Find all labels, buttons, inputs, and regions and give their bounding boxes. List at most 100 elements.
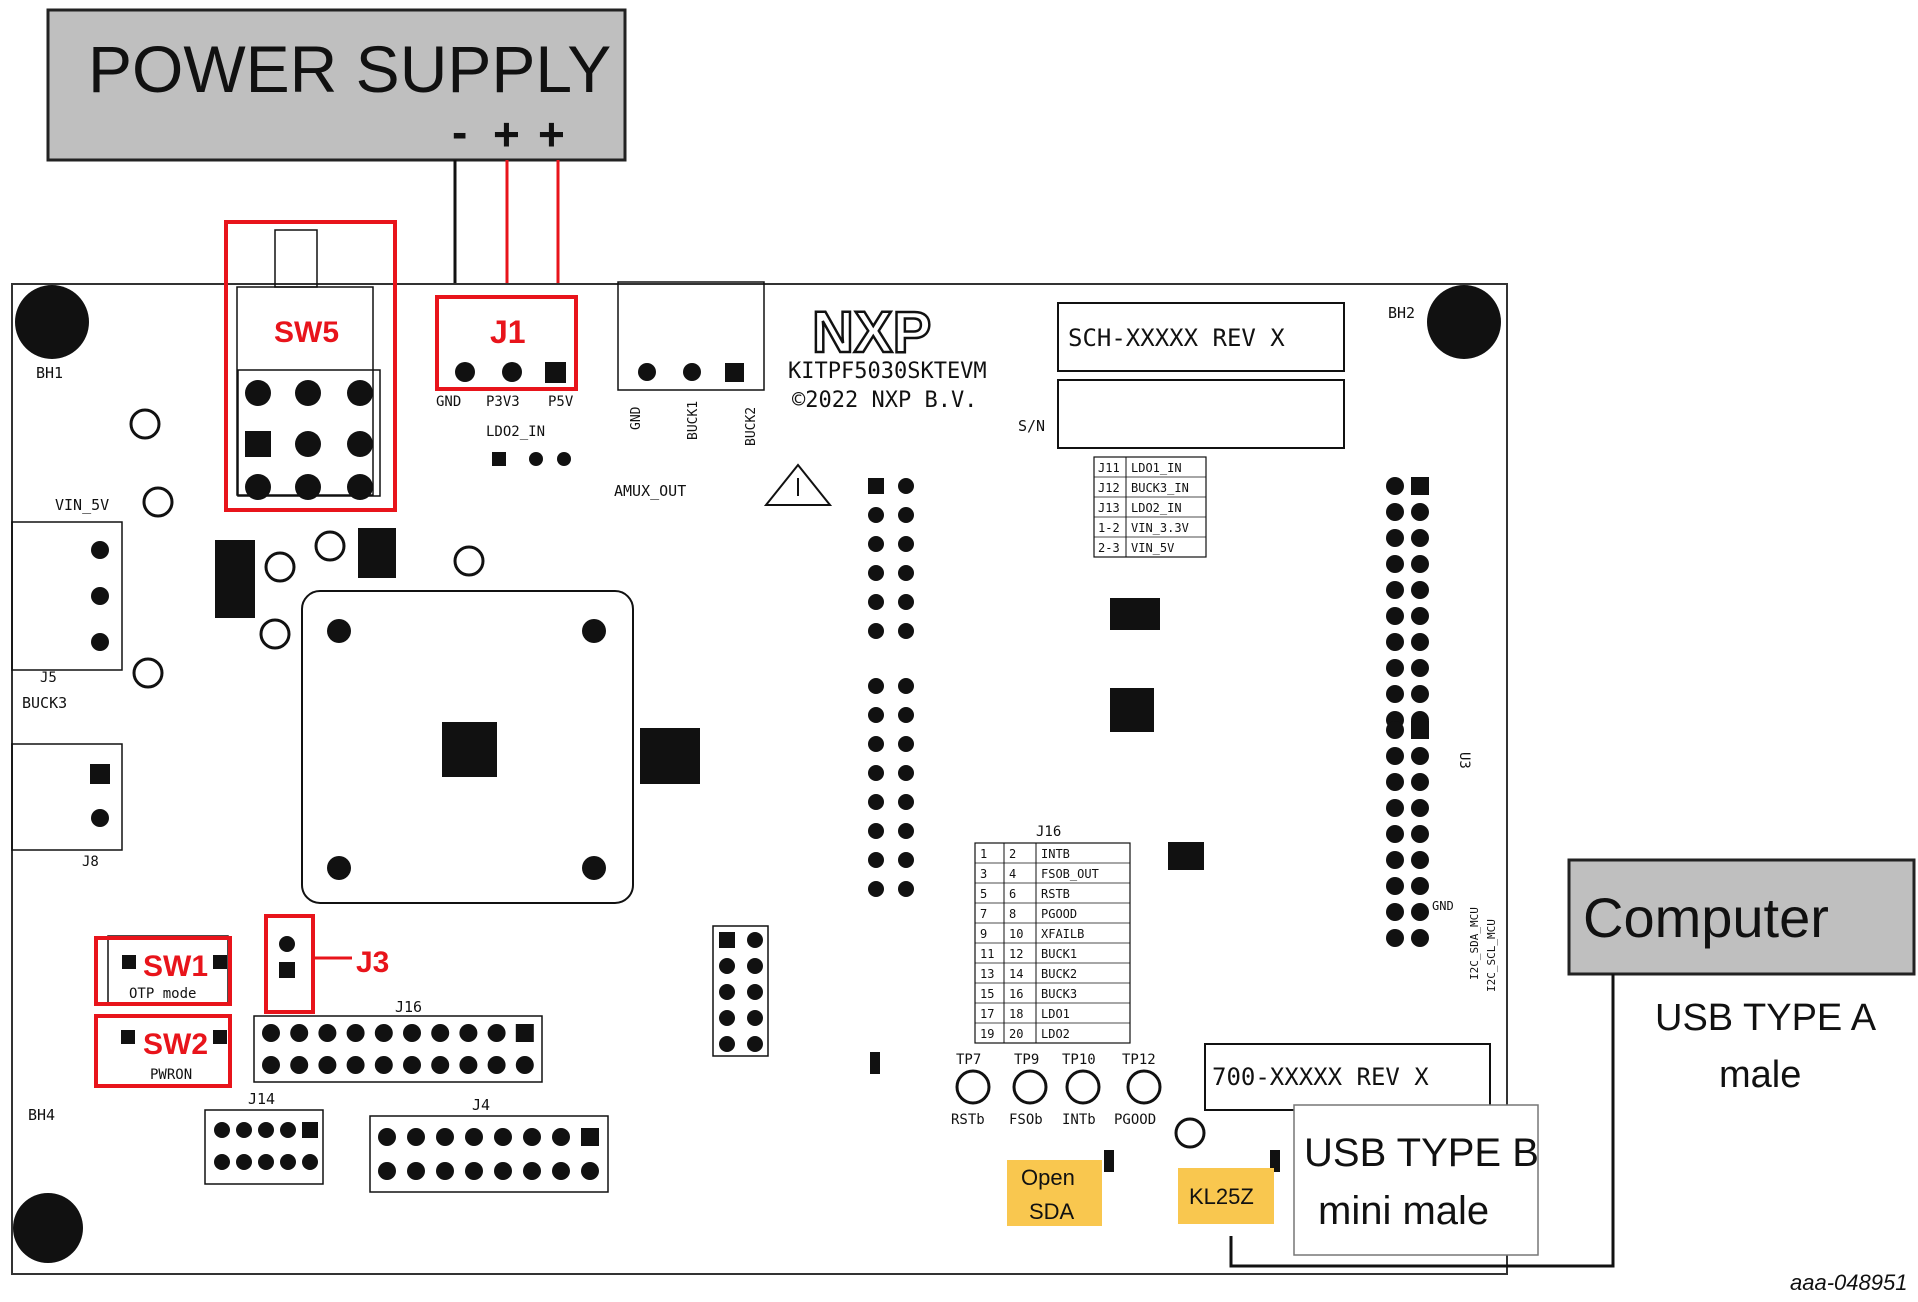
figure-id: aaa-048951 <box>1790 1270 1907 1295</box>
label-pgood: PGOOD <box>1114 1112 1156 1128</box>
j16-cell: 20 <box>1009 1027 1023 1041</box>
j1-pin-gnd: GND <box>436 394 461 410</box>
u3-top-pin <box>1386 685 1404 703</box>
jumper-table-cell: LDO1_IN <box>1131 461 1182 475</box>
u3-bottom-pin <box>1386 903 1404 921</box>
j4-pin <box>436 1128 454 1146</box>
label-j14: J14 <box>248 1090 275 1108</box>
j14-pin <box>214 1122 230 1138</box>
j4-pin <box>523 1128 541 1146</box>
u3-top-pin <box>1411 633 1429 651</box>
u3-bottom-pin <box>1386 799 1404 817</box>
j16-cell: FSOB_OUT <box>1041 867 1099 881</box>
center-header-pins <box>868 478 914 897</box>
u3-top-pin <box>1411 529 1429 547</box>
j16-cell: 2 <box>1009 847 1016 861</box>
label-j16-bottom: J16 <box>395 998 422 1016</box>
u3-top-pin <box>1386 477 1404 495</box>
sw2-footprint <box>121 1030 227 1044</box>
sch-rev-label: SCH-XXXXX REV X <box>1068 324 1285 352</box>
power-supply-block: POWER SUPPLY - + + <box>46 8 627 162</box>
j16-cell: 18 <box>1009 1007 1023 1021</box>
power-supply-plus-2: + <box>538 108 565 160</box>
u3-bottom-pin <box>1411 825 1429 843</box>
j16-bottom-pin <box>459 1056 478 1074</box>
usb-type-b-line2: mini male <box>1318 1189 1489 1233</box>
u3-bottom-pin <box>1411 747 1429 765</box>
j16-bottom-pin <box>346 1056 365 1074</box>
j6-connector <box>617 281 765 391</box>
bottom-test-points <box>955 1069 1206 1149</box>
callout-j1: J1 <box>490 314 526 350</box>
j14-pin <box>302 1122 318 1138</box>
j16-bottom-pin <box>374 1056 393 1074</box>
passive-components <box>215 528 1280 1182</box>
callout-j3: J3 <box>356 946 389 979</box>
label-vin-5v: VIN_5V <box>55 496 109 514</box>
j16-cell: 19 <box>980 1027 994 1041</box>
j16-bottom-pin <box>318 1024 337 1042</box>
label-i2c-sda-mcu: I2C_SDA_MCU <box>1468 907 1481 980</box>
u3-bottom-pin <box>1411 903 1429 921</box>
usb-type-a-line2: male <box>1719 1054 1801 1096</box>
mounting-hole-bh1 <box>15 285 89 359</box>
power-supply-label: POWER SUPPLY <box>88 32 611 106</box>
j4-pin <box>581 1128 599 1146</box>
label-amux-out: AMUX_OUT <box>614 482 686 500</box>
j14-pin <box>258 1154 274 1170</box>
u3-bottom-pin <box>1411 877 1429 895</box>
j16-cell: 7 <box>980 907 987 921</box>
sw2-highlight <box>94 1014 232 1088</box>
j16-bottom-pin <box>290 1056 309 1074</box>
j16-bottom-pin <box>403 1024 421 1042</box>
u3-top-pin <box>1411 477 1429 495</box>
label-otp-mode: OTP mode <box>129 986 196 1002</box>
sch-rev-box <box>1057 302 1345 372</box>
jumper-table-cell: BUCK3_IN <box>1131 481 1189 495</box>
label-bh4: BH4 <box>28 1106 55 1124</box>
mounting-hole-bh2 <box>1427 285 1501 359</box>
j4-pin <box>378 1128 396 1146</box>
jumper-table-cell: 2-3 <box>1098 541 1120 555</box>
board-part-number: KITPF5030SKTEVM <box>788 359 987 384</box>
usb-type-b-line1: USB TYPE B <box>1304 1131 1539 1175</box>
u3-top-pin <box>1411 581 1429 599</box>
j14-pin <box>214 1154 230 1170</box>
label-bh1: BH1 <box>36 364 63 382</box>
j16-cell: LDO2 <box>1041 1027 1070 1041</box>
usb-cable <box>1229 974 1615 1268</box>
sn-label: S/N <box>1018 417 1045 435</box>
j16-cell: LDO1 <box>1041 1007 1070 1021</box>
j16-cell: PGOOD <box>1041 907 1077 921</box>
j16-bottom-pin <box>487 1024 506 1042</box>
j16-bottom-pin <box>515 1056 534 1074</box>
open-sda-tag <box>1007 1160 1102 1226</box>
label-j4: J4 <box>472 1096 490 1114</box>
board-copyright: ©2022 NXP B.V. <box>792 388 977 413</box>
label-i2c-scl-mcu: I2C_SCL_MCU <box>1485 919 1498 992</box>
j4-pin <box>407 1128 425 1146</box>
u3-top-pin <box>1411 685 1429 703</box>
j16-cell: 10 <box>1009 927 1023 941</box>
j6-pin-buck1: BUCK1 <box>686 401 701 440</box>
j16-bottom-pin <box>431 1024 450 1042</box>
j4-pin <box>436 1162 454 1180</box>
u3-top-pin <box>1386 581 1404 599</box>
j16-bottom-pin <box>262 1056 280 1074</box>
j16-cell: RSTB <box>1041 887 1070 901</box>
u3-bottom-pin <box>1386 877 1404 895</box>
jumper-table-cell: J13 <box>1098 501 1120 515</box>
j16-title: J16 <box>1036 824 1061 840</box>
j16-cell: 9 <box>980 927 987 941</box>
mounting-holes <box>13 285 1501 1263</box>
u3-bottom-pin <box>1386 773 1404 791</box>
j4-pin <box>465 1128 483 1146</box>
power-supply-plus-1: + <box>493 108 520 160</box>
sw5-highlight <box>224 220 397 512</box>
j16-bottom-pin <box>515 1024 534 1042</box>
u3-bottom-pin <box>1411 799 1429 817</box>
u3-top-pin <box>1386 503 1404 521</box>
label-tp10: TP10 <box>1062 1052 1096 1068</box>
